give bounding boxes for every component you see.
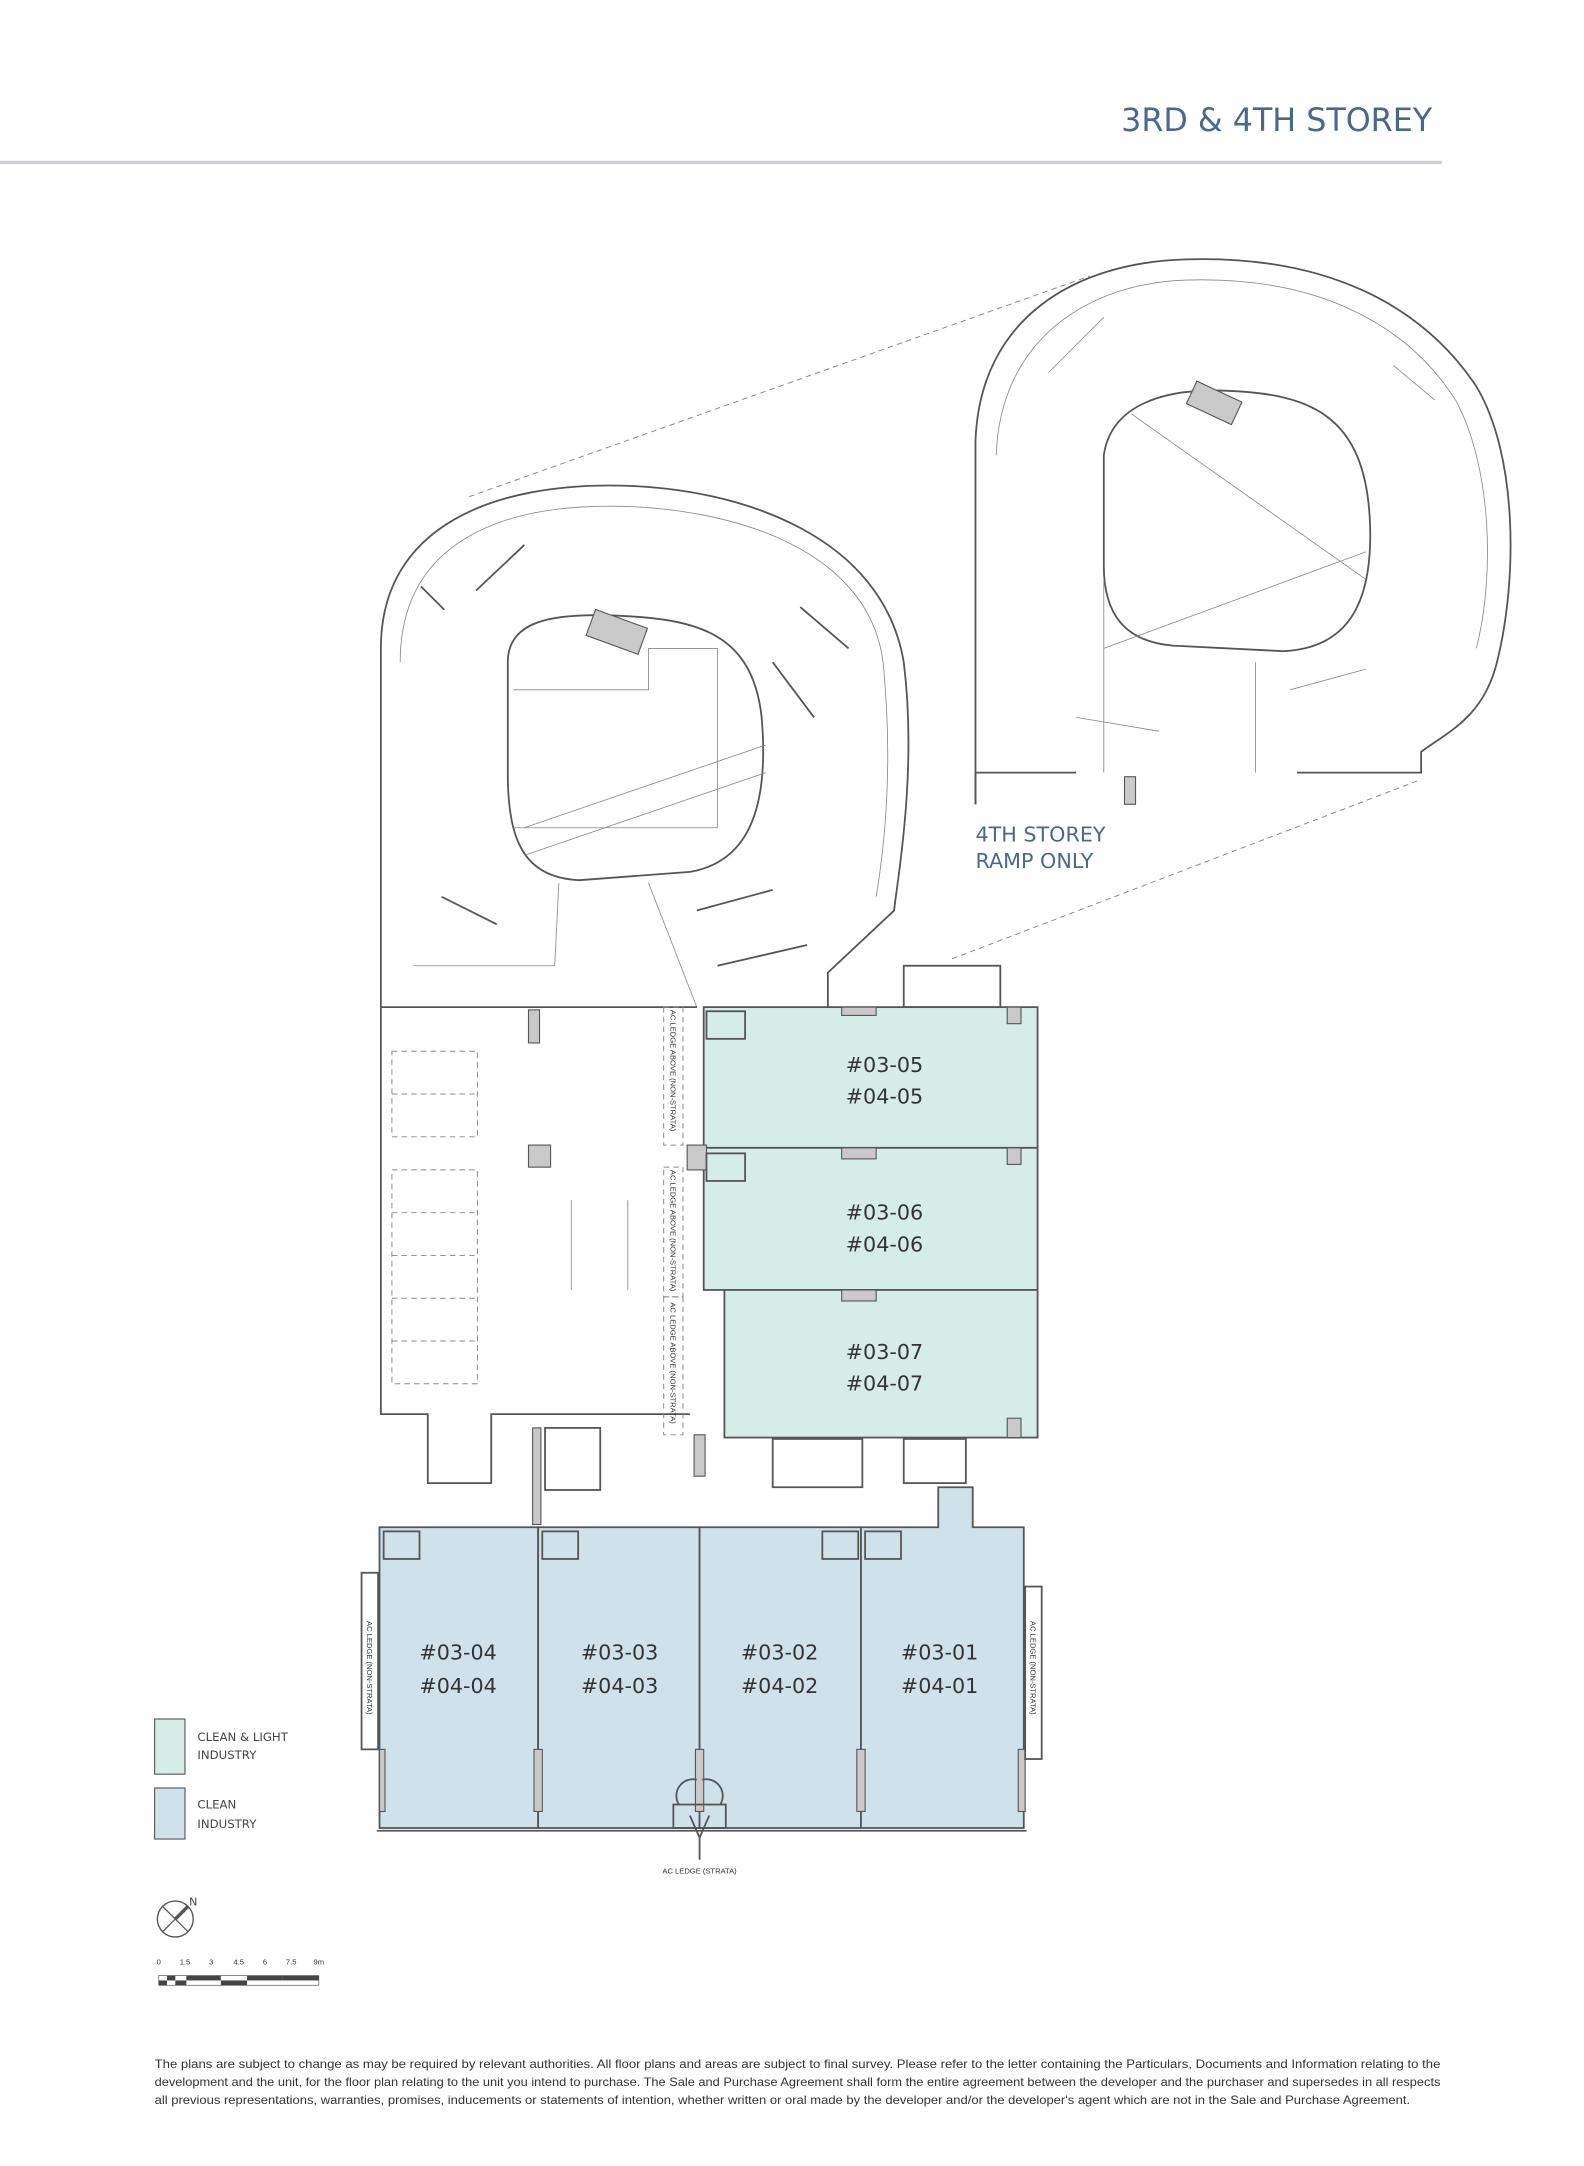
ac-ledge-strata	[672, 1778, 727, 1860]
svg-text:0: 0	[157, 1958, 161, 1967]
svg-text:#04-07: #04-07	[846, 1372, 923, 1396]
ac-ledge-above-labels: AC LEDGE ABOVE (NON-STRATA) AC LEDGE ABO…	[663, 1006, 684, 1436]
units-clean-light-industry: #03-05 #04-05 #03-06 #04-06 #03-07 #04-0…	[686, 1006, 1039, 1439]
ramp-4th-storey-inset	[974, 258, 1512, 805]
ac-ledge-non-strata-label: AC LEDGE (NON-STRATA)	[365, 1621, 374, 1715]
ac-ledge-above-label: AC LEDGE ABOVE (NON-STRATA)	[669, 1010, 678, 1132]
ac-ledge-above-label: AC LEDGE ABOVE (NON-STRATA)	[669, 1302, 678, 1424]
svg-text:#03-01: #03-01	[901, 1641, 978, 1665]
svg-text:CLEAN: CLEAN	[197, 1798, 236, 1812]
svg-text:#04-06: #04-06	[846, 1232, 923, 1256]
page-title: 3RD & 4TH STOREY	[1121, 103, 1433, 139]
svg-text:#03-06: #03-06	[846, 1201, 923, 1225]
projection-line	[469, 275, 1091, 498]
svg-text:#04-01: #04-01	[901, 1674, 978, 1698]
svg-text:7.5: 7.5	[286, 1958, 297, 1967]
svg-text:#03-03: #03-03	[581, 1641, 658, 1665]
projection-line	[951, 779, 1422, 960]
svg-text:1.5: 1.5	[180, 1958, 191, 1967]
legend-swatch-clean-light	[154, 1718, 186, 1775]
ramp-arrows	[420, 544, 850, 967]
svg-text:3: 3	[209, 1958, 213, 1967]
legend: CLEAN & LIGHT INDUSTRY CLEAN INDUSTRY	[154, 1718, 289, 1840]
ac-ledge-strata-label: AC LEDGE (STRATA)	[662, 1867, 737, 1876]
unit-03-06[interactable]	[702, 1146, 1039, 1291]
svg-text:#03-05: #03-05	[846, 1053, 923, 1077]
unit-03-07[interactable]	[723, 1289, 1039, 1439]
unit-03-01[interactable]	[860, 1486, 1025, 1829]
svg-text:The plans are subject to chang: The plans are subject to change as may b…	[155, 2057, 1441, 2071]
svg-text:#03-04: #03-04	[419, 1641, 496, 1665]
header-divider	[0, 160, 1442, 165]
svg-text:#03-07: #03-07	[846, 1340, 923, 1364]
ac-ledge-above-label: AC LEDGE ABOVE (NON-STRATA)	[669, 1170, 678, 1292]
inset-label-line2: RAMP ONLY	[975, 849, 1093, 873]
svg-text:development and the unit, for: development and the unit, for the floor …	[155, 2075, 1441, 2089]
unit-03-04[interactable]	[378, 1526, 540, 1829]
svg-text:6: 6	[263, 1958, 267, 1967]
svg-text:INDUSTRY: INDUSTRY	[197, 1817, 257, 1831]
unit-03-05[interactable]	[702, 1006, 1039, 1149]
unit-03-03[interactable]	[537, 1526, 701, 1829]
unit-03-02[interactable]	[698, 1526, 862, 1829]
carpark-area	[379, 964, 1002, 1526]
svg-text:#04-05: #04-05	[846, 1085, 923, 1109]
disclaimer: The plans are subject to change as may b…	[155, 2057, 1441, 2107]
svg-text:N: N	[189, 1895, 197, 1908]
svg-text:9m: 9m	[314, 1958, 325, 1967]
scale-bar: 0 1.5 3 4.5 6 7.5 9m	[157, 1958, 324, 1986]
svg-text:#03-02: #03-02	[741, 1641, 818, 1665]
svg-text:#04-02: #04-02	[741, 1674, 818, 1698]
units-clean-industry: AC LEDGE (NON-STRATA) AC LEDGE (NON-STRA…	[360, 1486, 1043, 1876]
svg-text:#04-03: #04-03	[581, 1674, 658, 1698]
ramp-3rd-storey	[379, 484, 910, 1008]
svg-text:all previous representations,: all previous representations, warranties…	[155, 2093, 1410, 2107]
svg-text:#04-04: #04-04	[419, 1674, 496, 1698]
svg-text:4.5: 4.5	[233, 1958, 244, 1967]
svg-text:INDUSTRY: INDUSTRY	[197, 1748, 257, 1762]
inset-label-line1: 4TH STOREY	[975, 823, 1105, 847]
ac-ledge-non-strata-label: AC LEDGE (NON-STRATA)	[1029, 1621, 1038, 1715]
legend-swatch-clean	[154, 1787, 186, 1840]
svg-text:CLEAN & LIGHT: CLEAN & LIGHT	[197, 1730, 288, 1744]
north-compass-icon: N	[156, 1895, 197, 1938]
